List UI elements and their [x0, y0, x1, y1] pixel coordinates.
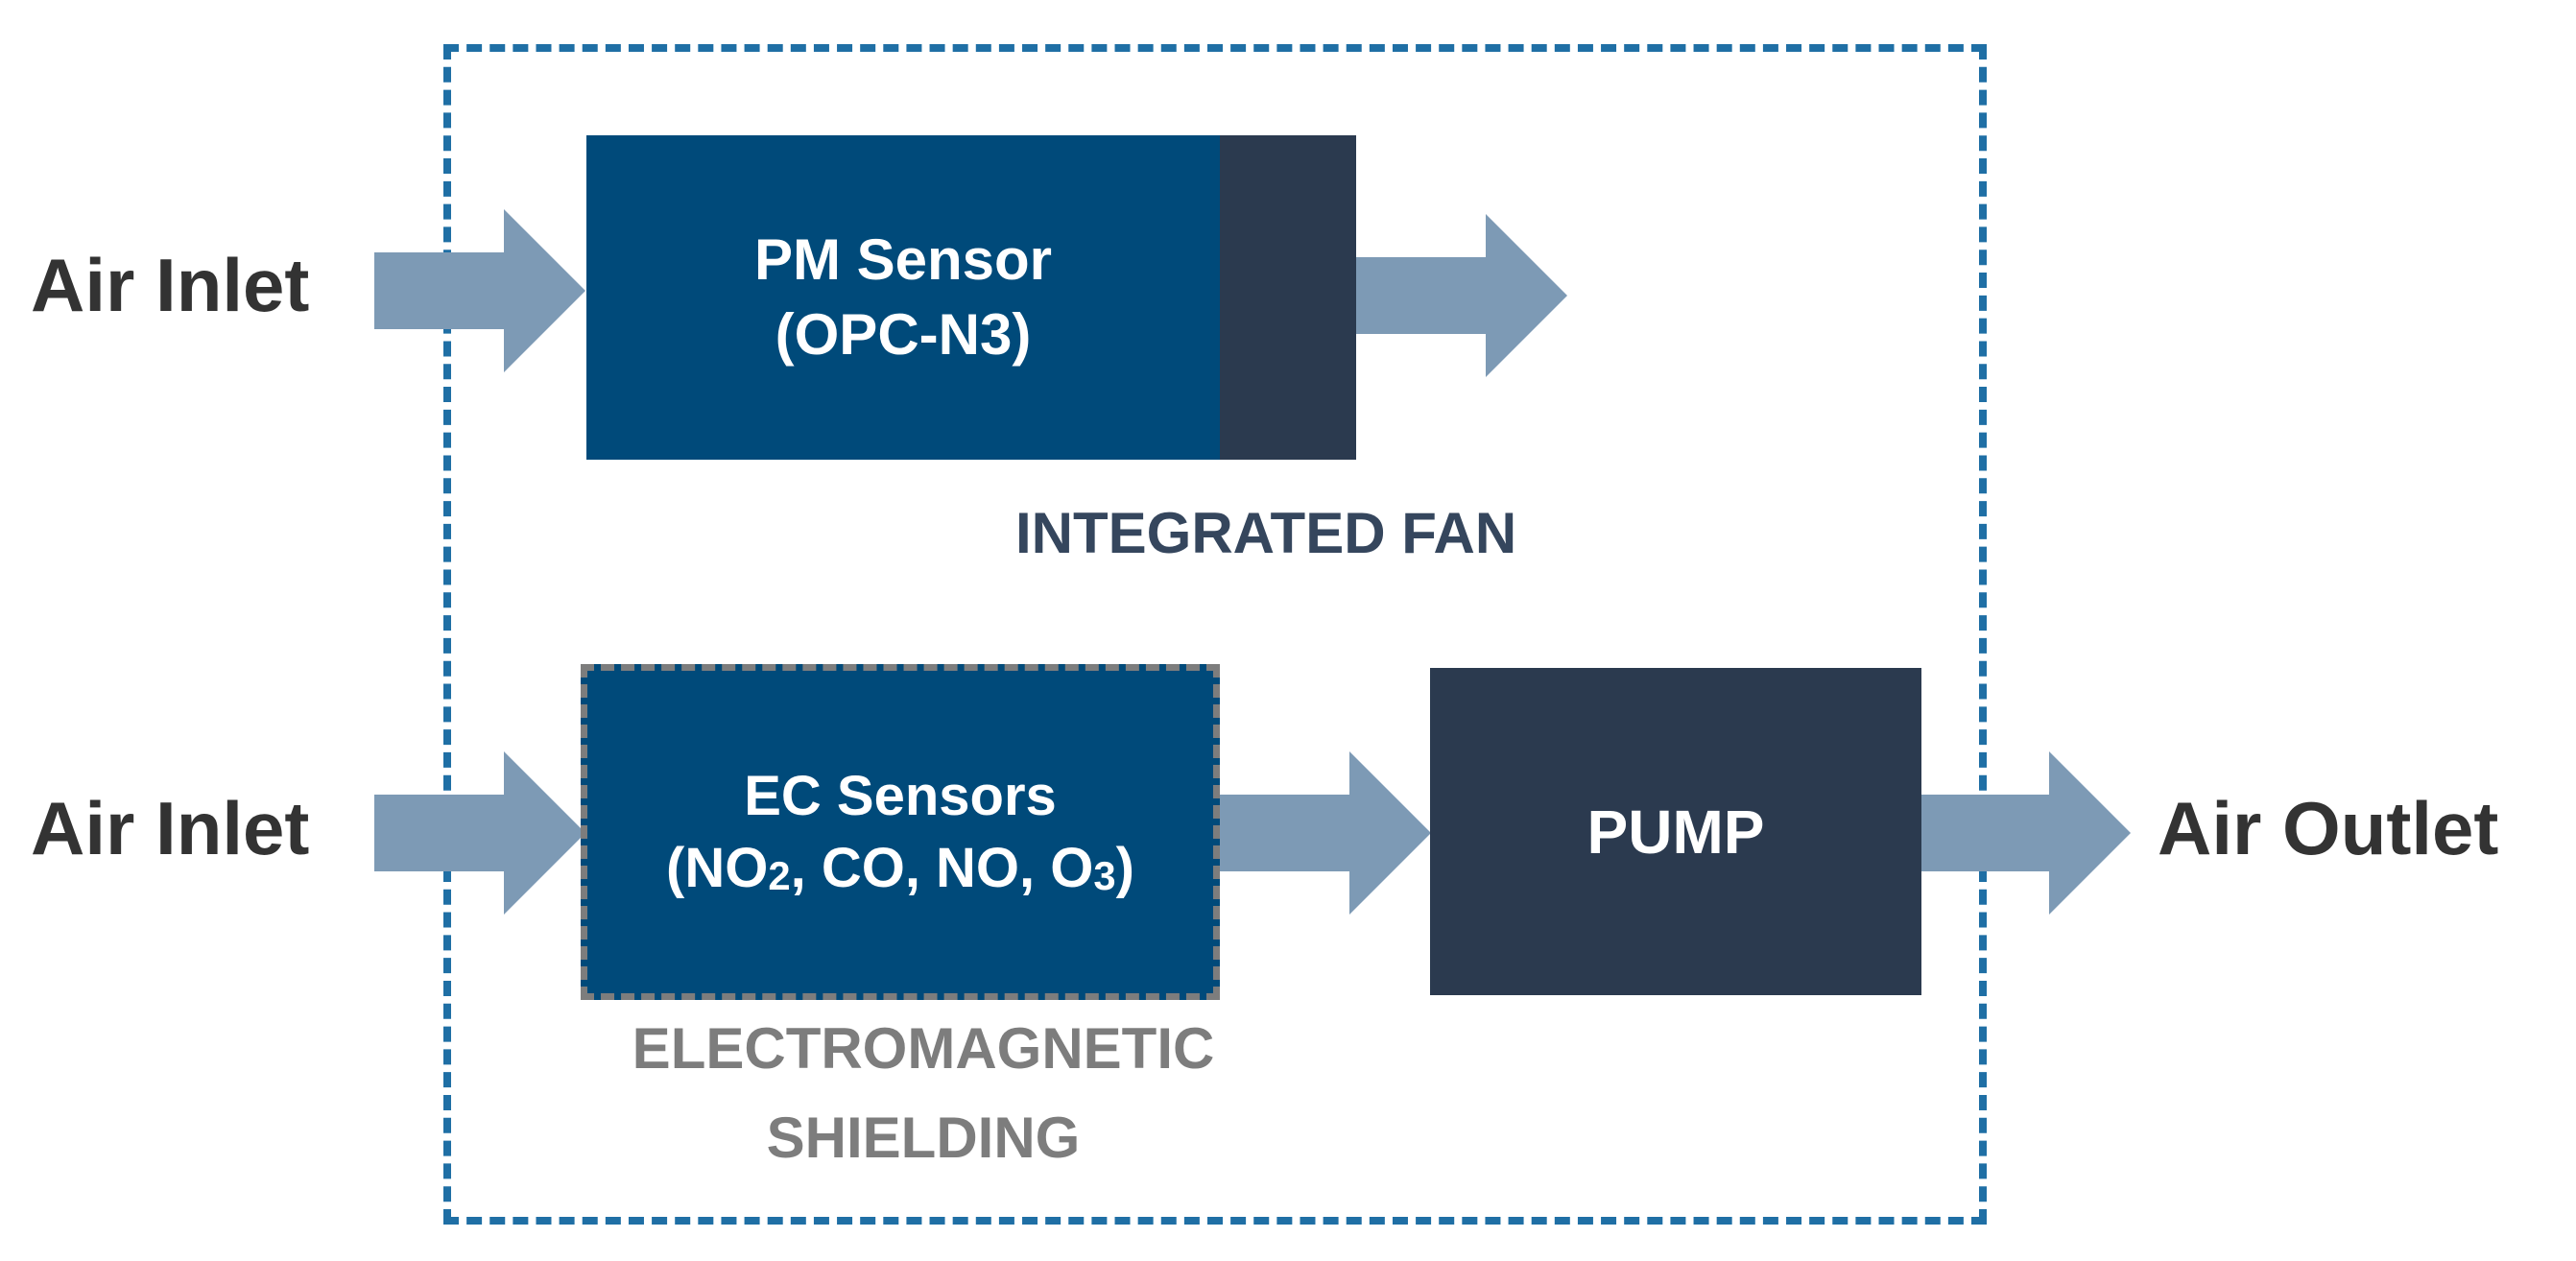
shielding-label-line2: SHIELDING — [766, 1106, 1081, 1170]
outlet-arrow-icon — [1921, 751, 2131, 915]
integrated-fan-label: INTEGRATED FAN — [1015, 501, 1517, 565]
pm-sensor-box: PM Sensor (OPC-N3) — [586, 135, 1220, 460]
ec-to-pump-arrow-icon — [1220, 751, 1431, 915]
pump-box: PUMP — [1430, 668, 1921, 995]
air-inlet-top-label: Air Inlet — [31, 243, 310, 327]
air-outlet-label: Air Outlet — [2158, 786, 2499, 870]
ec-gases-middle: , CO, NO, O — [790, 837, 1094, 899]
o3-subscript: 3 — [1093, 853, 1116, 899]
pm-exhaust-arrow-icon — [1356, 214, 1567, 377]
ec-gases-suffix: ) — [1115, 837, 1134, 899]
ec-sensors-box: EC Sensors (NO2, CO, NO, O3) — [581, 664, 1220, 1000]
shielding-label-line1: ELECTROMAGNETIC — [632, 1016, 1215, 1081]
electromagnetic-shielding-label: ELECTROMAGNETIC SHIELDING — [597, 1004, 1250, 1182]
ec-sensors-gases: (NO2, CO, NO, O3) — [666, 832, 1134, 904]
device-enclosure — [443, 44, 1987, 1225]
integrated-fan-block — [1220, 135, 1356, 460]
ec-gases-prefix: (NO — [666, 837, 769, 899]
inlet-top-arrow-icon — [374, 209, 585, 372]
air-inlet-bottom-label: Air Inlet — [31, 786, 310, 870]
pm-sensor-model: (OPC-N3) — [775, 302, 1032, 367]
pump-label: PUMP — [1586, 797, 1765, 867]
ec-sensors-title: EC Sensors — [744, 764, 1057, 827]
no2-subscript: 2 — [768, 853, 791, 899]
inlet-bottom-arrow-icon — [374, 751, 585, 915]
pm-sensor-title: PM Sensor — [753, 227, 1053, 292]
